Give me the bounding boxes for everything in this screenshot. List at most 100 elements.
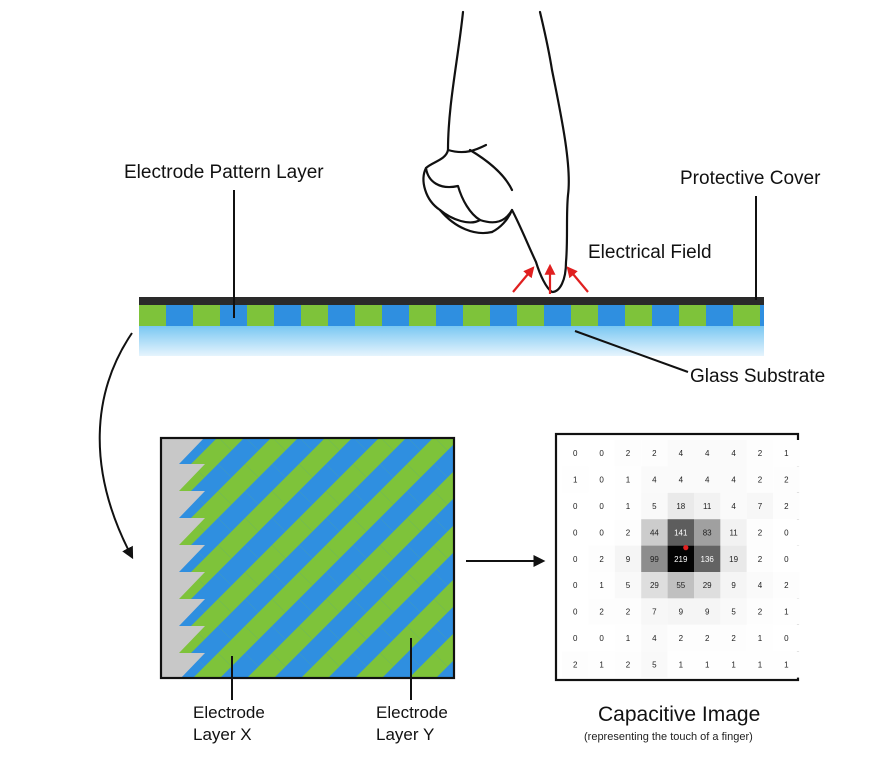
capacitive-cell xyxy=(641,466,668,493)
capacitive-cell-value: 2 xyxy=(626,608,631,617)
capacitive-cell xyxy=(667,466,694,493)
protective-cover-layer xyxy=(139,297,764,305)
grid-edge-mask xyxy=(161,518,205,545)
capacitive-cell xyxy=(614,624,642,652)
capacitive-cell-value: 1 xyxy=(731,660,736,669)
capacitive-cell xyxy=(562,651,589,678)
capacitive-cell xyxy=(588,572,615,599)
capacitive-cell-value: 4 xyxy=(705,449,710,458)
capacitive-cell xyxy=(562,440,589,467)
x-electrode-diamond xyxy=(434,471,454,511)
capacitive-cell xyxy=(773,651,800,678)
capacitive-cell xyxy=(720,440,747,467)
electrode-segment xyxy=(706,305,733,326)
capacitive-cell-value: 0 xyxy=(784,528,789,537)
capacitive-cell xyxy=(694,624,721,652)
capacitive-cell-value: 1 xyxy=(784,608,789,617)
capacitive-cell xyxy=(720,545,747,572)
capacitive-cell xyxy=(773,466,800,493)
electrode-segment xyxy=(382,305,409,326)
capacitive-cell xyxy=(746,466,774,493)
electrode-segment xyxy=(760,305,764,326)
capacitive-cell-value: 2 xyxy=(758,608,763,617)
capacitive-cell-value: 1 xyxy=(573,476,578,485)
capacitive-cell-value: 9 xyxy=(626,555,631,564)
capacitive-cell xyxy=(641,598,668,625)
capacitive-cell xyxy=(588,440,615,467)
glass-substrate-label: Glass Substrate xyxy=(690,366,826,387)
hand-illustration xyxy=(422,10,570,294)
x-electrode-diamond xyxy=(488,410,542,464)
capacitive-cell-value: 5 xyxy=(731,608,736,617)
capacitive-cell-value: 44 xyxy=(650,528,659,537)
capacitive-cell xyxy=(641,545,668,572)
capacitive-cell-value: 9 xyxy=(705,608,710,617)
electrode-layer-x-label: Electrode Layer X xyxy=(193,702,265,746)
capacitive-cell xyxy=(720,598,747,625)
capacitive-cell xyxy=(641,492,668,520)
capacitive-cell-value: 2 xyxy=(626,660,631,669)
capacitive-cell xyxy=(667,545,694,572)
capacitive-cell-value: 141 xyxy=(674,528,688,537)
y-electrode-diamond xyxy=(434,552,454,592)
electrode-segment xyxy=(571,305,598,326)
electrode-segment xyxy=(355,305,382,326)
capacitive-cell-value: 0 xyxy=(784,634,789,643)
x-electrode-diamond xyxy=(434,633,454,673)
capacitive-cell-value: 2 xyxy=(758,449,763,458)
electrode-grid-panel xyxy=(159,410,542,680)
touch-point-marker xyxy=(683,545,689,551)
capacitive-cell-value: 1 xyxy=(599,581,604,590)
capacitive-cell xyxy=(773,598,800,625)
capacitive-cell-value: 2 xyxy=(758,528,763,537)
capacitive-cell xyxy=(588,651,615,678)
capacitive-cell-value: 0 xyxy=(573,528,578,537)
x-electrode-diamond xyxy=(488,572,542,626)
capacitive-cell xyxy=(588,545,615,572)
capacitive-cell xyxy=(562,519,589,546)
capacitive-cell xyxy=(746,651,774,678)
y-electrode-diamond xyxy=(461,626,515,680)
capacitive-cell-value: 0 xyxy=(573,608,578,617)
capacitive-cell xyxy=(773,440,800,467)
capacitive-cell xyxy=(773,572,800,599)
capacitive-image-subtitle: (representing the touch of a finger) xyxy=(584,731,753,743)
capacitive-cell xyxy=(746,519,774,546)
capacitive-cell xyxy=(588,519,615,546)
capacitive-cell xyxy=(614,651,642,678)
capacitive-cell xyxy=(614,440,642,467)
capacitive-cell xyxy=(694,466,721,493)
grid-edge-mask xyxy=(161,572,205,599)
glass-substrate-layer xyxy=(139,326,764,356)
grid-edge-mask xyxy=(161,491,205,518)
capacitive-cell-value: 5 xyxy=(626,581,631,590)
capacitive-cell xyxy=(773,519,800,546)
x-electrode-diamond xyxy=(434,525,454,565)
capacitive-cell xyxy=(641,624,668,652)
electrode-segment xyxy=(544,305,571,326)
x-electrode-diamond xyxy=(461,491,515,545)
capacitive-cell xyxy=(588,598,615,625)
capacitive-cell-value: 4 xyxy=(652,634,657,643)
grid-edge-mask xyxy=(161,599,205,626)
curved-arrow xyxy=(98,332,134,560)
electrode-segment xyxy=(598,305,625,326)
capacitive-cell-value: 2 xyxy=(599,555,604,564)
capacitive-cell xyxy=(720,492,747,520)
capacitive-cell-value: 2 xyxy=(626,449,631,458)
electrode-segment xyxy=(247,305,274,326)
y-electrode-diamond xyxy=(434,444,454,484)
capacitive-cell-value: 2 xyxy=(679,634,684,643)
y-electrode-diamond xyxy=(461,410,515,464)
capacitive-cell xyxy=(746,545,774,572)
electrode-segment xyxy=(517,305,544,326)
capacitive-cell xyxy=(694,492,721,520)
electrode-layer-y-line1: Electrode xyxy=(376,703,448,722)
leader-lines xyxy=(233,190,757,373)
capacitive-cell xyxy=(694,545,721,572)
electrode-segment xyxy=(679,305,706,326)
capacitive-cell xyxy=(720,624,747,652)
capacitive-cell xyxy=(720,466,747,493)
capacitive-cell xyxy=(588,466,615,493)
x-electrode-diamond xyxy=(461,545,515,599)
